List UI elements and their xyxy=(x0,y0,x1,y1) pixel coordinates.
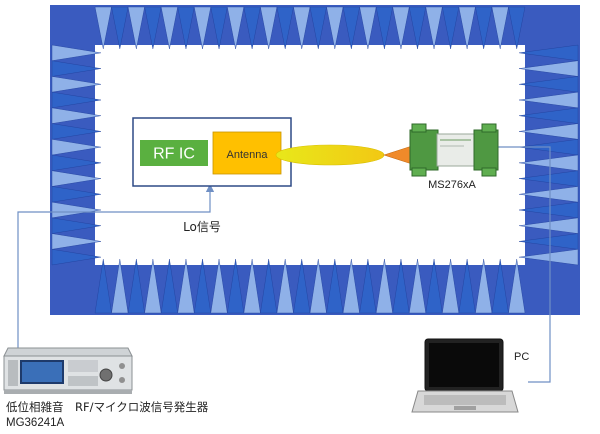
absorber-cone xyxy=(518,201,579,219)
absorber-cone xyxy=(260,6,278,50)
absorber-cone xyxy=(160,258,178,314)
absorber-cone xyxy=(94,258,112,314)
absorber-cone xyxy=(508,258,526,314)
absorber-cone xyxy=(392,258,410,314)
absorber-cone xyxy=(425,258,443,314)
absorber-cone xyxy=(326,258,344,314)
absorber-cone xyxy=(160,6,178,50)
absorber-cone xyxy=(326,6,344,50)
absorber-cone xyxy=(193,258,212,314)
absorber-cone xyxy=(51,44,102,61)
absorber-cone xyxy=(518,107,579,124)
absorber-cone xyxy=(458,258,476,314)
absorber-cone xyxy=(51,217,102,234)
antenna-block xyxy=(212,131,282,175)
absorber-cone xyxy=(144,258,162,314)
absorber-cone xyxy=(408,258,427,314)
absorber-cone xyxy=(518,217,579,234)
absorber-cone xyxy=(518,60,579,77)
absorber-cone xyxy=(475,6,493,50)
absorber-cone xyxy=(293,6,311,50)
absorber-cone xyxy=(94,6,112,50)
absorber-cone xyxy=(260,258,278,314)
absorber-cone xyxy=(51,201,102,219)
absorber-cone xyxy=(243,6,261,50)
absorber-cone xyxy=(243,258,261,314)
absorber-cone xyxy=(51,123,102,140)
absorber-cone xyxy=(51,186,102,203)
absorber-cone xyxy=(408,6,427,50)
absorber-cone xyxy=(518,123,579,140)
absorber-cone xyxy=(111,258,129,314)
absorber-cone xyxy=(51,60,102,77)
absorber-cone xyxy=(359,6,377,50)
absorber-cone xyxy=(51,154,102,171)
pc-label: PC xyxy=(514,351,529,363)
absorber-cone xyxy=(342,258,360,314)
laptop-pc-icon xyxy=(411,338,519,413)
absorber-cone xyxy=(177,258,195,314)
analyzer-label: MS276xA xyxy=(428,179,476,191)
absorber-cone xyxy=(392,6,410,50)
absorber-cone xyxy=(309,6,327,50)
absorber-cone xyxy=(518,233,579,250)
generator-label-line1: 低位相雑音 RF/マイクロ波信号発生器 xyxy=(6,400,209,414)
absorber-cone xyxy=(518,170,579,187)
absorber-cone xyxy=(518,91,579,109)
absorber-cone xyxy=(51,233,102,250)
absorber-cone xyxy=(491,6,509,50)
absorber-cone xyxy=(144,6,162,50)
generator-label-line2: MG36241A xyxy=(6,417,65,429)
analyzer-pc-cable xyxy=(495,146,551,383)
absorber-cone xyxy=(518,76,579,93)
absorber-cone xyxy=(210,6,228,50)
absorber-cone xyxy=(375,258,393,314)
absorber-cone xyxy=(342,6,360,50)
absorber-cone xyxy=(276,6,294,50)
rf-absorber-cones xyxy=(51,6,579,314)
absorber-cone xyxy=(518,186,579,203)
absorber-cone xyxy=(491,258,509,314)
absorber-cone xyxy=(51,91,102,109)
absorber-cone xyxy=(51,76,102,93)
absorber-cone xyxy=(51,139,102,156)
absorber-cone xyxy=(425,6,443,50)
absorber-cone xyxy=(375,6,393,50)
absorber-cone xyxy=(442,6,460,50)
absorber-cone xyxy=(177,6,195,50)
radiation-beam xyxy=(275,144,385,166)
absorber-cone xyxy=(293,258,311,314)
absorber-cone xyxy=(359,258,377,314)
absorber-cone xyxy=(51,107,102,124)
absorber-cone xyxy=(51,170,102,187)
absorber-cone xyxy=(193,6,212,50)
absorber-cone xyxy=(111,6,129,50)
absorber-cone xyxy=(518,154,579,171)
absorber-cone xyxy=(127,258,145,314)
lo-signal-cable xyxy=(17,183,215,350)
absorber-cone xyxy=(518,249,579,266)
absorber-cone xyxy=(475,258,493,314)
absorber-cone xyxy=(458,6,476,50)
ms276xa-analyzer-icon xyxy=(409,123,499,177)
absorber-cone xyxy=(309,258,327,314)
absorber-cone xyxy=(227,6,245,50)
absorber-cone xyxy=(276,258,294,314)
absorber-cone xyxy=(127,6,145,50)
mg36241a-signal-generator-icon xyxy=(3,347,133,394)
antenna-label: Antenna xyxy=(227,149,269,161)
absorber-cone xyxy=(210,258,228,314)
absorber-cone xyxy=(227,258,245,314)
absorber-cone xyxy=(518,44,579,61)
lo-signal-label: Lo信号 xyxy=(183,220,221,234)
absorber-cone xyxy=(51,249,102,266)
rf-ic-label: RF IC xyxy=(153,146,195,163)
absorber-cone xyxy=(508,6,526,50)
absorber-cone xyxy=(442,258,460,314)
rf-ic-block xyxy=(140,140,208,166)
